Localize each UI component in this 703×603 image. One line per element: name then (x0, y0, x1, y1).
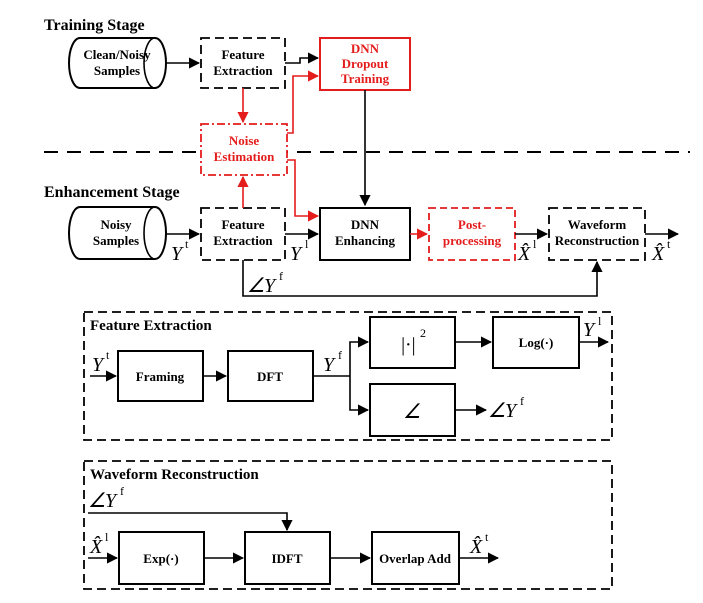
training-feature-extraction-line2: Extraction (213, 63, 273, 78)
label-xhat-l-waveform: X̂ l (89, 530, 109, 558)
svg-text:Log(·): Log(·) (519, 335, 554, 350)
training-feature-extraction-line1: Feature (221, 47, 264, 62)
waveform-reconstruction-box: Waveform Reconstruction (548, 207, 646, 261)
svg-text:l: l (533, 237, 537, 251)
svg-text:X̂: X̂ (89, 535, 103, 558)
arrow-dft-to-magnitude (349, 336, 370, 376)
svg-text:∠: ∠ (88, 490, 106, 512)
clean-noisy-samples-line2: Samples (94, 63, 140, 78)
arrow-phase-to-waveform (242, 260, 603, 297)
svg-text:f: f (120, 484, 124, 498)
dnn-enhancing-line1: DNN (351, 217, 380, 232)
idft-box: IDFT (244, 531, 331, 585)
svg-text:l: l (105, 530, 109, 544)
svg-text:Y: Y (92, 354, 105, 376)
arrow-noise-to-dnn-enhancing (287, 159, 320, 222)
svg-text:Y: Y (264, 275, 277, 297)
noisy-samples-line2: Samples (93, 233, 139, 248)
magnitude-symbol: |·| (400, 334, 416, 356)
dnn-dropout-training-box: DNN Dropout Training (319, 37, 411, 91)
clean-noisy-samples-cylinder: Clean/Noisy Samples (68, 37, 167, 89)
waveform-panel-title: Waveform Reconstruction (90, 467, 259, 483)
enhancement-stage-title: Enhancement Stage (44, 184, 180, 201)
arrow-dft-to-angle (349, 376, 370, 416)
feature-extraction-panel (83, 311, 613, 441)
svg-text:DFT: DFT (257, 369, 283, 384)
angle-symbol: ∠ (403, 401, 421, 423)
training-stage-title: Training Stage (44, 17, 145, 34)
framing-box: Framing (117, 350, 204, 402)
log-box: Log(·) (492, 316, 580, 369)
waveform-reconstruction-line2: Reconstruction (555, 233, 640, 248)
svg-text:Y: Y (323, 354, 336, 376)
svg-text:Y: Y (105, 490, 118, 512)
svg-text:Y: Y (505, 400, 518, 422)
noise-estimation-line2: Estimation (214, 149, 275, 164)
angle-box: ∠ (369, 383, 456, 437)
svg-text:∠: ∠ (488, 400, 506, 422)
noise-estimation-box: Noise Estimation (200, 123, 288, 176)
svg-text:t: t (185, 237, 189, 251)
noise-estimation-line1: Noise (229, 133, 260, 148)
label-angle-yf-feature: ∠ Y f (488, 394, 524, 422)
label-xhat-l-enhance: X̂ l (517, 237, 537, 265)
svg-text:t: t (667, 237, 671, 251)
svg-text:Framing: Framing (136, 369, 185, 384)
svg-text:Exp(·): Exp(·) (143, 551, 178, 566)
waveform-reconstruction-line1: Waveform (568, 217, 627, 232)
svg-text:l: l (305, 237, 309, 251)
noisy-samples-line1: Noisy (100, 217, 132, 232)
svg-text:l: l (598, 314, 602, 328)
training-feature-extraction-box: Feature Extraction (200, 37, 286, 89)
svg-text:t: t (485, 530, 489, 544)
dnn-enhancing-line2: Enhancing (335, 233, 395, 248)
label-yl-enhance: Y l (290, 237, 309, 265)
arrow-noise-to-dnn-training (287, 70, 320, 134)
dft-box: DFT (227, 350, 314, 402)
enhancement-feature-extraction-box: Feature Extraction (200, 207, 286, 261)
label-angle-yf-waveform: ∠ Y f (88, 484, 124, 512)
svg-text:X̂: X̂ (517, 242, 531, 265)
svg-text:∠: ∠ (247, 275, 265, 297)
svg-text:Y: Y (171, 243, 184, 265)
svg-text:f: f (338, 348, 342, 362)
post-processing-line2: processing (443, 233, 502, 248)
label-yl-feature: Y l (583, 314, 602, 341)
arrow-feature-to-dnn-training (285, 52, 320, 64)
dnn-dropout-training-line3: Training (341, 71, 390, 86)
noisy-samples-cylinder: Noisy Samples (68, 206, 167, 260)
svg-text:f: f (279, 269, 283, 283)
dnn-dropout-training-line1: DNN (351, 41, 380, 56)
clean-noisy-samples-line1: Clean/Noisy (83, 47, 151, 62)
exp-box: Exp(·) (118, 531, 205, 585)
magnitude-squared-box: |·| 2 (369, 316, 456, 369)
post-processing-box: Post- processing (428, 207, 516, 261)
enhancement-feature-extraction-line1: Feature (221, 217, 264, 232)
svg-text:t: t (106, 348, 110, 362)
svg-text:IDFT: IDFT (271, 551, 302, 566)
label-yt-feature: Y t (92, 348, 110, 376)
svg-text:Y: Y (290, 243, 303, 265)
arrow-phase-to-idft (88, 512, 293, 532)
feature-panel-title: Feature Extraction (90, 318, 212, 334)
label-yf-feature: Y f (323, 348, 342, 376)
enhancement-feature-extraction-line2: Extraction (213, 233, 273, 248)
label-xhat-t-waveform: X̂ t (469, 530, 489, 558)
overlap-add-box: Overlap Add (371, 531, 460, 585)
magnitude-exponent: 2 (420, 326, 426, 340)
dnn-dropout-training-line2: Dropout (342, 56, 389, 71)
label-xhat-t-enhance: X̂ t (651, 237, 671, 265)
svg-text:X̂: X̂ (651, 242, 665, 265)
post-processing-line1: Post- (458, 217, 486, 232)
svg-text:f: f (520, 394, 524, 408)
svg-text:X̂: X̂ (469, 535, 483, 558)
waveform-reconstruction-panel (83, 460, 613, 590)
svg-text:Overlap Add: Overlap Add (379, 551, 452, 566)
label-angle-yf-enhance: ∠ Y f (247, 269, 283, 297)
svg-text:Y: Y (583, 319, 596, 341)
label-yt-enhance: Y t (171, 237, 189, 265)
dnn-enhancing-box: DNN Enhancing (319, 207, 411, 261)
